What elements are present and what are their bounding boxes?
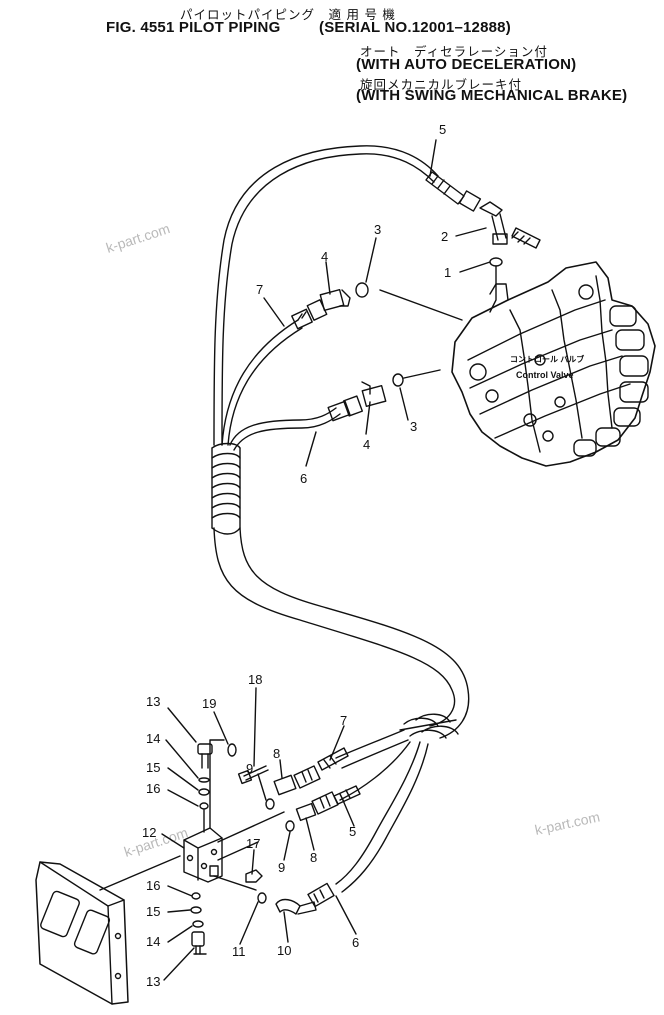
callout-15-lower: 15 [146,904,160,919]
callout-16-lower: 16 [146,878,160,893]
callout-18: 18 [248,672,262,687]
mounting-plate [35,855,181,1005]
callout-12: 12 [142,825,156,840]
figure-title: FIG. 4551 PILOT PIPING [106,19,281,36]
callout-11: 11 [232,944,246,959]
control-valve-label-japanese: コントロール バルブ [510,354,584,364]
callout-8-upper: 8 [273,746,280,761]
watermark-top: k-part.com [104,220,172,256]
callout-3-upper: 3 [374,222,381,237]
control-valve: コントロール バルブ Control Valve [451,261,656,467]
callout-19: 19 [202,696,216,711]
callout-17: 17 [246,836,260,851]
swing-brake-japanese: 旋回メカニカルブレーキ付 [360,78,523,92]
callout-2: 2 [441,229,448,244]
callout-4-upper: 4 [321,249,328,264]
auto-decel-japanese: オート ディセラレーション付 [360,45,548,59]
callout-13-upper: 13 [146,694,160,709]
callout-6-lower: 6 [352,935,359,950]
callout-7-upper: 7 [256,282,263,297]
callout-16-upper: 16 [146,781,160,796]
callout-8-lower: 8 [310,850,317,865]
callout-13-lower: 13 [146,974,160,989]
callout-10: 10 [277,943,291,958]
callout-14-upper: 14 [146,731,160,746]
callout-9-upper: 9 [246,761,253,776]
swing-brake-title: (WITH SWING MECHANICAL BRAKE) [356,87,628,104]
callout-9-lower: 9 [278,860,285,875]
watermark-bottom: k-part.com [533,809,601,838]
callout-5-lower: 5 [349,824,356,839]
callout-1: 1 [444,265,451,280]
callout-3-lower: 3 [410,419,417,434]
serial-range: (SERIAL NO.12001–12888) [319,19,511,36]
title-japanese: パイロットパイピング 適 用 号 機 [180,8,396,22]
callout-5-upper: 5 [439,122,446,137]
auto-decel-title: (WITH AUTO DECELERATION) [356,56,577,73]
callout-7-lower: 7 [340,713,347,728]
pilot-block [183,739,285,891]
callout-6-upper: 6 [300,471,307,486]
callout-4-lower: 4 [363,437,370,452]
callout-14-lower: 14 [146,934,160,949]
control-valve-label: Control Valve [516,370,574,380]
callout-15-upper: 15 [146,760,160,775]
